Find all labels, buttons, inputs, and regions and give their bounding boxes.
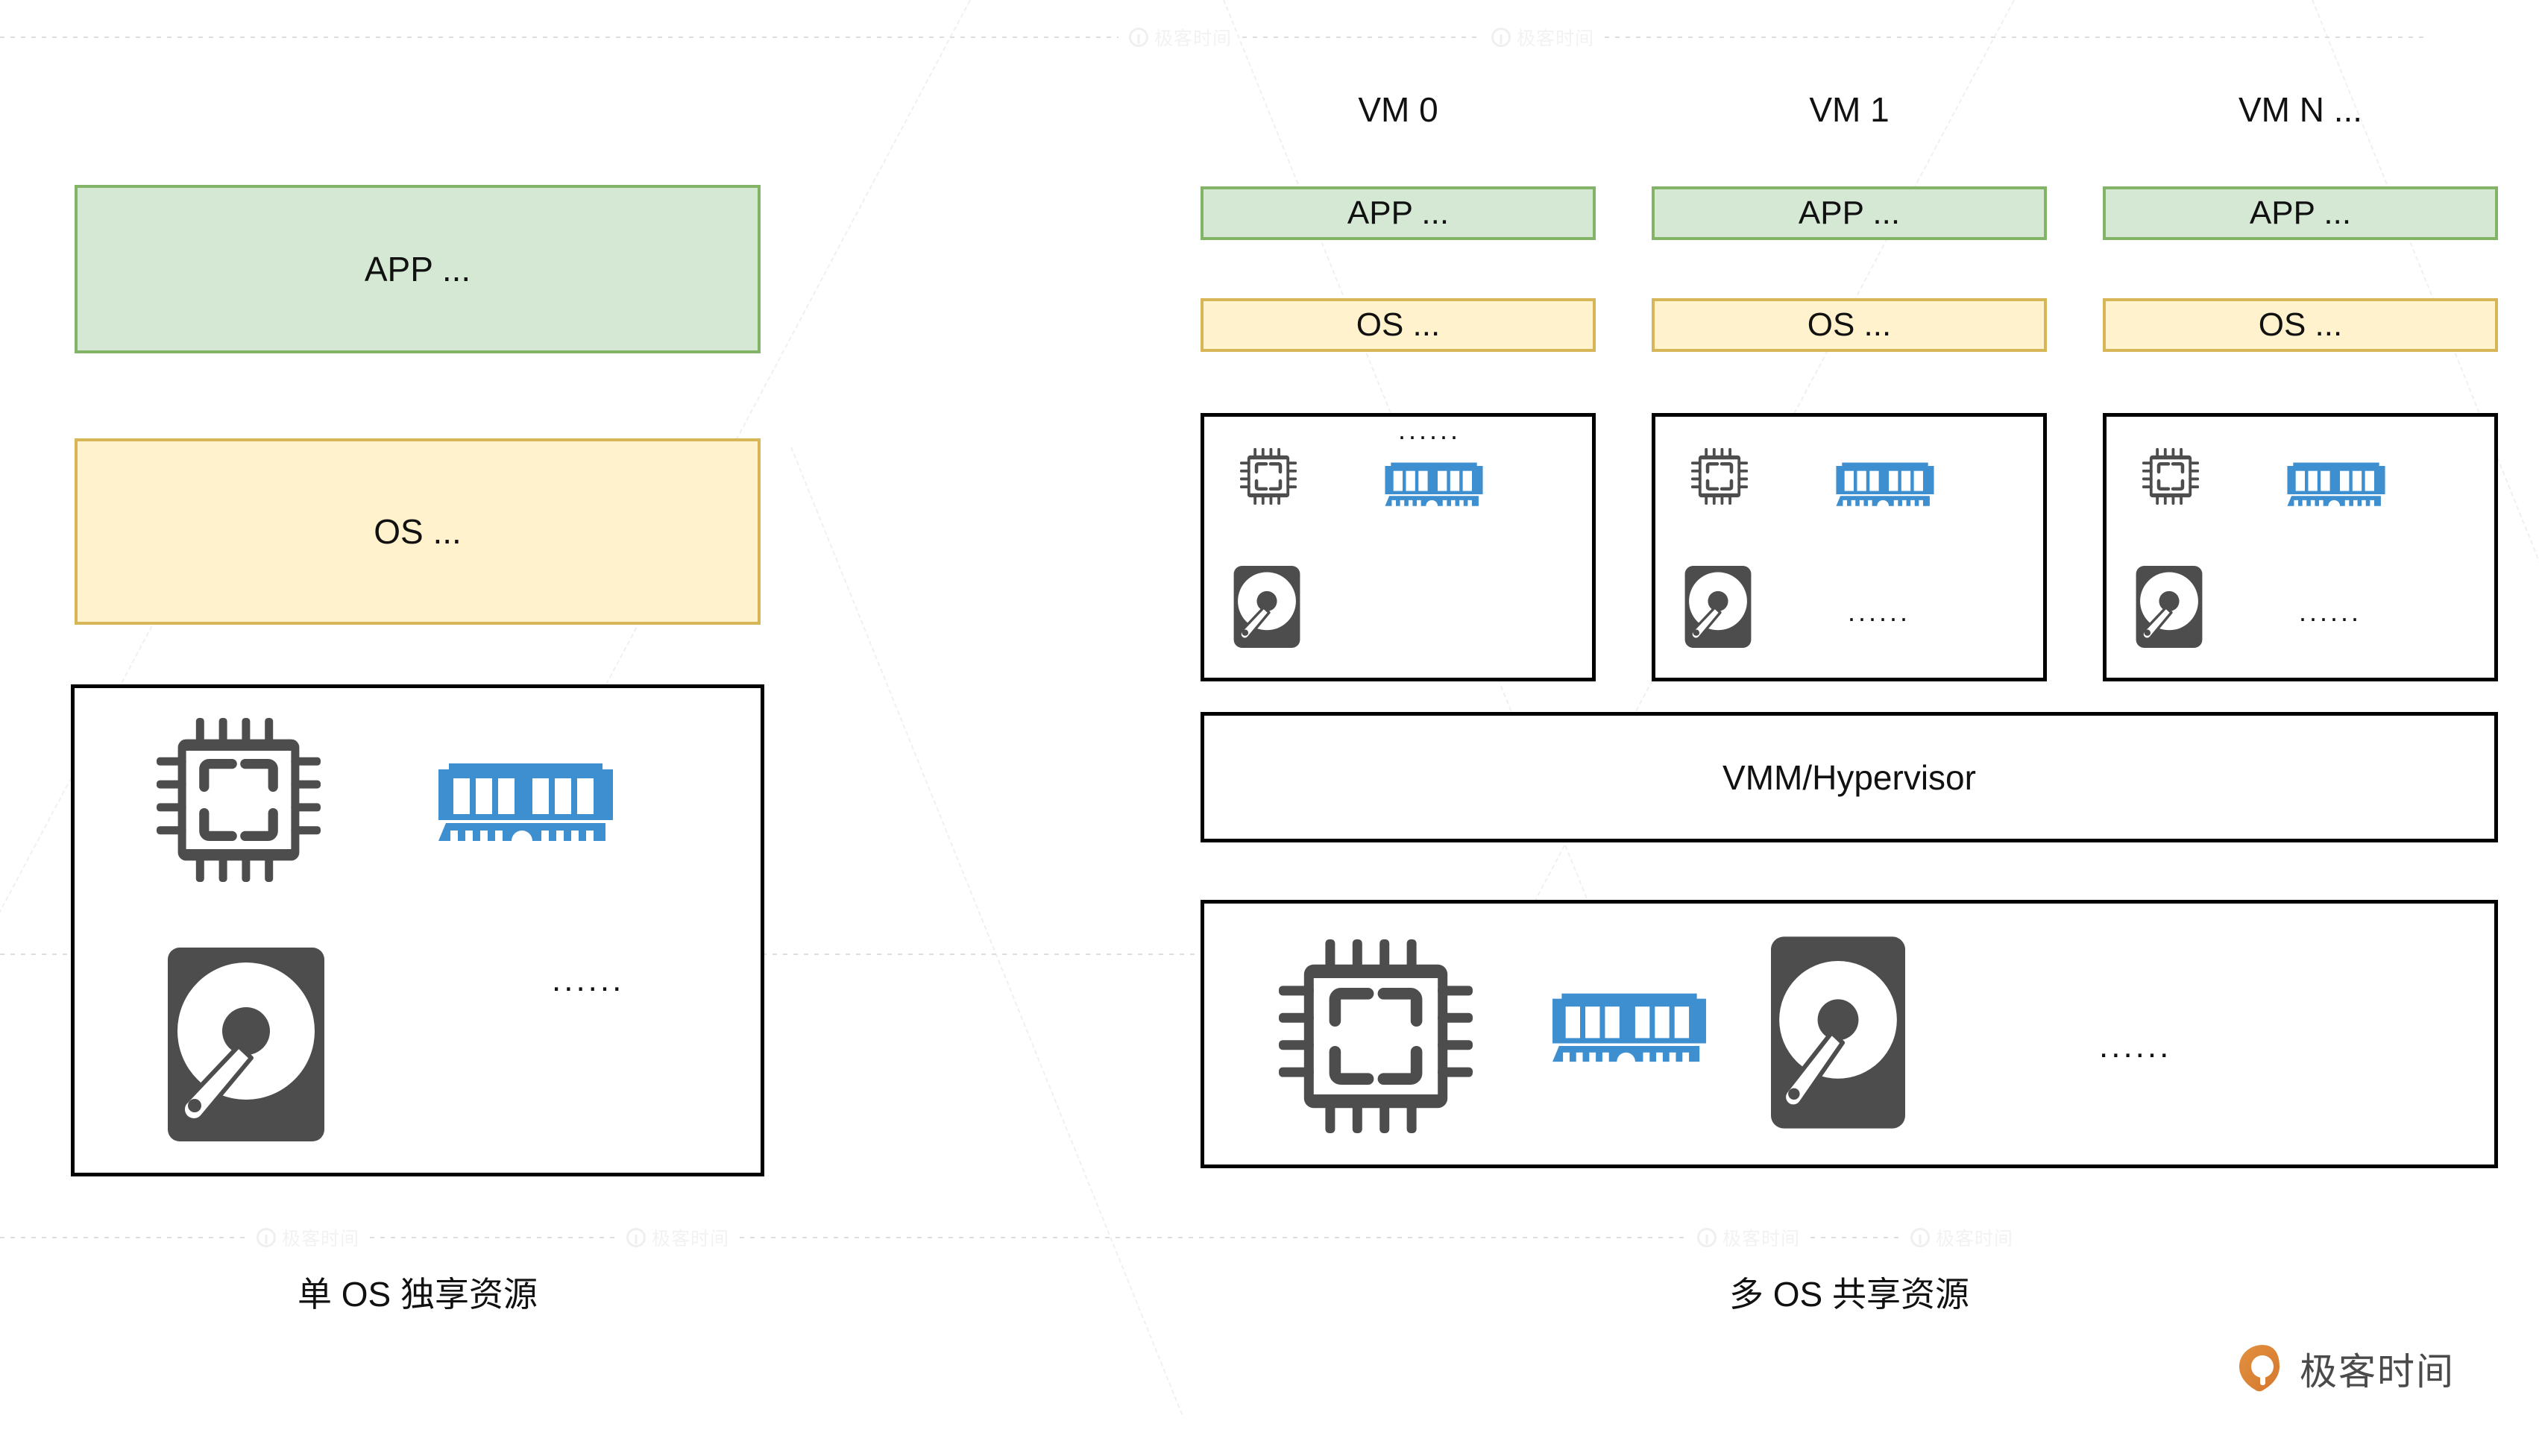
vmn-os-label: OS ... [2258,306,2343,343]
left-os-box[interactable]: OS ... [75,438,761,625]
watermark-row: 极客时间 极客时间 [0,15,2539,60]
watermark-logo: 极客时间 [246,1224,370,1251]
hard-disk-icon [1684,566,1752,652]
vm-title-1: VM 1 [1809,90,1890,129]
cpu-icon [2142,448,2199,508]
vmn-hardware-dots: ...... [2299,596,2362,627]
watermark-logo: 极客时间 [1900,1224,2024,1251]
vm1-hardware-dots: ...... [1848,596,1911,627]
watermark-text: 极客时间 [652,1229,730,1249]
watermark-text: 极客时间 [282,1229,360,1249]
left-os-label: OS ... [374,512,462,551]
cpu-icon [1240,448,1297,508]
hypervisor-box[interactable]: VMM/Hypervisor [1201,712,2498,842]
watermark-text: 极客时间 [1517,28,1595,49]
watermark-logo: 极客时间 [1119,24,1242,51]
right-hardware-box[interactable]: ...... [1201,900,2498,1168]
hard-disk-icon [1233,566,1301,652]
cpu-icon [1279,939,1473,1137]
right-caption: 多 OS 共享资源 [1728,1275,1970,1314]
hard-disk-icon [2135,566,2203,652]
vmn-os-box[interactable]: OS ... [2103,298,2498,352]
left-hardware-dots: ...... [552,962,625,998]
brand-logo: 极客时间 [2237,1342,2455,1396]
vm1-os-label: OS ... [1807,306,1892,343]
watermark-logo: 极客时间 [616,1224,740,1251]
vm0-app-box[interactable]: APP ... [1201,186,1596,240]
vm1-hardware-box[interactable]: ...... [1652,413,2047,681]
left-app-label: APP ... [364,250,471,289]
watermark-text: 极客时间 [1154,28,1233,49]
watermark-text: 极客时间 [1722,1229,1801,1249]
vm0-os-box[interactable]: OS ... [1201,298,1596,352]
vm1-app-label: APP ... [1798,195,1901,231]
vmn-app-box[interactable]: APP ... [2103,186,2498,240]
left-app-box[interactable]: APP ... [75,185,761,353]
vm1-app-box[interactable]: APP ... [1652,186,2047,240]
vmn-app-label: APP ... [2249,195,2352,231]
left-caption: 单 OS 独享资源 [297,1275,538,1314]
brand-text: 极客时间 [2300,1351,2455,1393]
watermark-ring-icon [257,1228,276,1247]
ram-icon [1547,989,1711,1079]
hypervisor-label: VMM/Hypervisor [1722,757,1976,797]
vm0-hardware-dots: ...... [1398,415,1462,445]
watermark-ring-icon [1910,1228,1931,1247]
watermark-ring-icon [1697,1228,1717,1247]
watermark-logo: 极客时间 [1687,1224,1810,1251]
cpu-icon [1691,448,1748,508]
geektime-mark-icon [2237,1343,2288,1394]
watermark-ring-icon [1491,28,1511,47]
hard-disk-icon [1771,932,1905,1137]
left-hardware-box[interactable]: ...... [71,684,764,1176]
watermark-text: 极客时间 [1936,1229,2014,1249]
vmn-hardware-box[interactable]: ...... [2103,413,2498,681]
vm0-hardware-box[interactable]: ...... [1201,413,1596,681]
right-hardware-dots: ...... [2099,1028,2172,1065]
ram-icon [1382,460,1486,518]
watermark-diagonal [790,447,1183,1416]
ram-icon [2284,460,2388,518]
watermark-row: 极客时间 极客时间 极客时间 极客时间 [0,1215,2539,1260]
watermark-logo: 极客时间 [1481,24,1605,51]
vm0-app-label: APP ... [1347,195,1450,231]
watermark-ring-icon [1129,28,1148,47]
vm0-os-label: OS ... [1356,306,1441,343]
vm1-os-box[interactable]: OS ... [1652,298,2047,352]
hard-disk-icon [168,948,324,1145]
vm-title-2: VM N ... [2238,90,2363,129]
vm-title-0: VM 0 [1358,90,1438,129]
ram-icon [432,759,619,860]
cpu-icon [157,718,321,886]
ram-icon [1833,460,1937,518]
watermark-ring-icon [626,1228,646,1247]
